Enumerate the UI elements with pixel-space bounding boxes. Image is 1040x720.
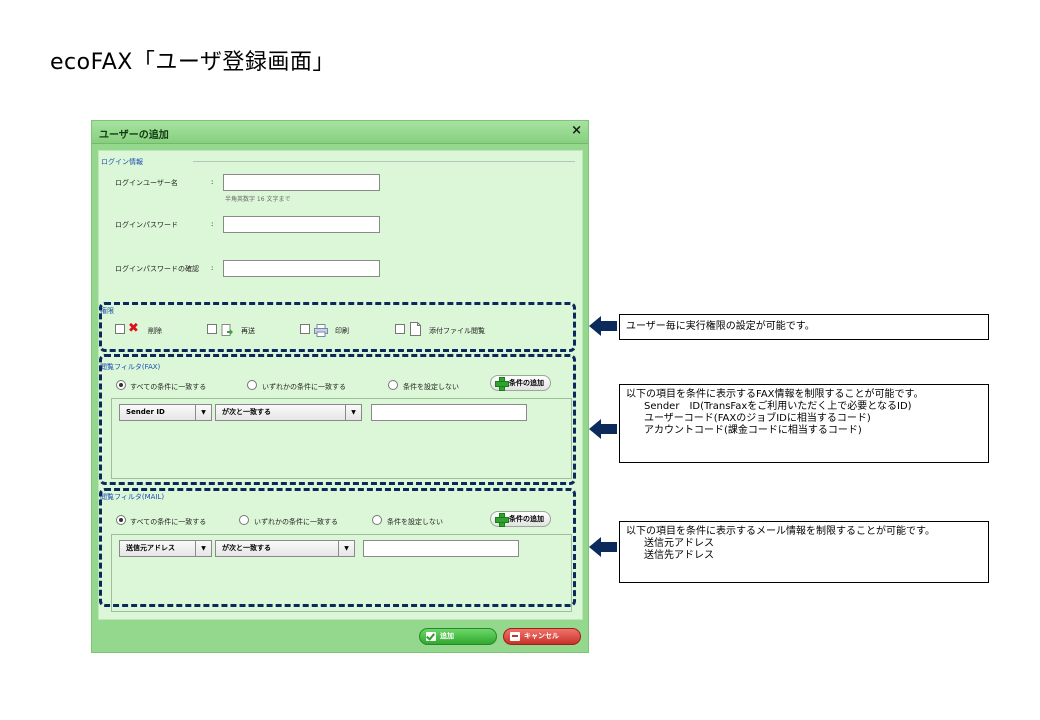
permission-resend-checkbox[interactable]: [207, 324, 217, 334]
arrow-left-icon: [589, 537, 617, 557]
fax-radio-match-all-label: すべての条件に一致する: [130, 383, 207, 391]
close-icon[interactable]: ×: [571, 123, 582, 138]
login-username-input[interactable]: [223, 174, 380, 191]
minus-icon: [510, 632, 520, 641]
permission-print-label: 印刷: [335, 327, 349, 335]
fax-radio-no-condition-label: 条件を設定しない: [403, 383, 459, 391]
resend-doc-icon: [221, 322, 233, 341]
permissions-note: ユーザー毎に実行権限の設定が可能です。: [619, 314, 989, 340]
fax-radio-no-condition[interactable]: [388, 380, 398, 390]
fax-radio-match-all[interactable]: [116, 380, 126, 390]
page-title: ecoFAX「ユーザ登録画面」: [50, 50, 335, 75]
mail-condition-value-input[interactable]: [363, 540, 519, 557]
mail-field-select[interactable]: 送信元アドレス ▼: [119, 540, 212, 557]
arrow-left-icon: [589, 316, 617, 336]
mail-filter-highlight-box: [99, 488, 576, 607]
mail-note-line3: 送信先アドレス: [644, 550, 714, 561]
login-password-input[interactable]: [223, 216, 380, 233]
fax-field-select-value: Sender ID: [126, 408, 165, 416]
red-x-icon: ✖: [128, 321, 139, 336]
permission-attachment-checkbox[interactable]: [395, 324, 405, 334]
mail-radio-match-any-label: いずれかの条件に一致する: [254, 518, 338, 526]
printer-icon: [314, 322, 328, 341]
dialog-title: ユーザーの追加: [99, 130, 169, 141]
username-hint: 半角英数字 16 文字まで: [225, 196, 291, 203]
plus-icon: [495, 377, 509, 391]
document-icon: [410, 321, 421, 340]
permission-resend-label: 再送: [241, 327, 255, 335]
fax-filter-note: 以下の項目を条件に表示するFAX情報を制限することが可能です。 Sender I…: [619, 384, 989, 463]
chevron-down-icon: ▼: [338, 541, 354, 556]
permissions-heading: 権限: [100, 307, 114, 315]
password-label: ログインパスワード: [115, 221, 178, 229]
fax-radio-match-any[interactable]: [247, 380, 257, 390]
fax-filter-highlight-box: [99, 354, 576, 485]
fax-field-select[interactable]: Sender ID ▼: [119, 404, 212, 421]
login-section-heading: ログイン情報: [101, 158, 143, 166]
mail-filter-heading: 閲覧フィルタ(MAIL): [100, 493, 165, 501]
chevron-down-icon: ▼: [345, 405, 361, 420]
dialog-header: ユーザーの追加 ×: [92, 121, 588, 144]
fax-radio-match-any-label: いずれかの条件に一致する: [262, 383, 346, 391]
cancel-button[interactable]: キャンセル: [503, 628, 581, 645]
username-label: ログインユーザー名: [115, 179, 178, 187]
fax-note-line4: アカウントコード(課金コードに相当するコード): [644, 425, 862, 436]
chevron-down-icon: ▼: [195, 405, 211, 420]
checkmark-icon: [426, 632, 436, 641]
permission-delete-checkbox[interactable]: [115, 324, 125, 334]
fax-condition-area: Sender ID ▼ が次と一致する ▼: [111, 398, 572, 479]
mail-radio-match-all[interactable]: [116, 515, 126, 525]
login-password-confirm-input[interactable]: [223, 260, 380, 277]
mail-radio-no-condition-label: 条件を設定しない: [387, 518, 443, 526]
fax-add-condition-button[interactable]: 条件の追加: [490, 375, 551, 391]
fax-condition-value-input[interactable]: [371, 404, 527, 421]
password-colon: :: [211, 220, 214, 228]
mail-condition-area: 送信元アドレス ▼ が次と一致する ▼: [111, 534, 572, 612]
password-confirm-label: ログインパスワードの確認: [115, 265, 199, 273]
mail-add-condition-button[interactable]: 条件の追加: [490, 511, 551, 527]
permission-delete-label: 削除: [148, 327, 162, 335]
fax-operator-select[interactable]: が次と一致する ▼: [215, 404, 362, 421]
add-user-dialog: ユーザーの追加 × ログイン情報 ログインユーザー名 : 半角英数字 16 文字…: [91, 120, 589, 653]
username-colon: :: [211, 178, 214, 186]
mail-field-select-value: 送信元アドレス: [126, 544, 175, 552]
arrow-left-icon: [589, 419, 617, 439]
fax-operator-select-value: が次と一致する: [222, 408, 271, 416]
mail-note-line1: 以下の項目を条件に表示するメール情報を制限することが可能です。: [626, 526, 935, 537]
mail-add-condition-label: 条件の追加: [509, 515, 544, 523]
permissions-note-text: ユーザー毎に実行権限の設定が可能です。: [626, 321, 815, 332]
chevron-down-icon: ▼: [195, 541, 211, 556]
fax-note-line3: ユーザーコード(FAXのジョブIDに相当するコード): [644, 413, 871, 424]
cancel-button-label: キャンセル: [524, 632, 559, 640]
mail-radio-match-any[interactable]: [239, 515, 249, 525]
permission-print-checkbox[interactable]: [300, 324, 310, 334]
password-confirm-colon: :: [211, 264, 214, 272]
mail-filter-note: 以下の項目を条件に表示するメール情報を制限することが可能です。 送信元アドレス …: [619, 521, 989, 583]
permission-attachment-label: 添付ファイル閲覧: [429, 327, 485, 335]
mail-note-line2: 送信元アドレス: [644, 538, 714, 549]
permissions-highlight-box: [99, 302, 576, 352]
mail-operator-select[interactable]: が次と一致する ▼: [215, 540, 355, 557]
dialog-body: ログイン情報 ログインユーザー名 : 半角英数字 16 文字まで ログインパスワ…: [98, 150, 583, 620]
mail-operator-select-value: が次と一致する: [222, 544, 271, 552]
add-button[interactable]: 追加: [419, 628, 497, 645]
add-button-label: 追加: [440, 632, 454, 640]
fax-note-line1: 以下の項目を条件に表示するFAX情報を制限することが可能です。: [626, 389, 924, 400]
mail-radio-match-all-label: すべての条件に一致する: [130, 518, 207, 526]
fax-note-line2: Sender ID(TransFaxをご利用いただく上で必要となるID): [644, 401, 912, 412]
fax-add-condition-label: 条件の追加: [509, 379, 544, 387]
section-divider: [193, 161, 575, 162]
plus-icon: [495, 513, 509, 527]
mail-radio-no-condition[interactable]: [372, 515, 382, 525]
fax-filter-heading: 閲覧フィルタ(FAX): [100, 363, 161, 371]
